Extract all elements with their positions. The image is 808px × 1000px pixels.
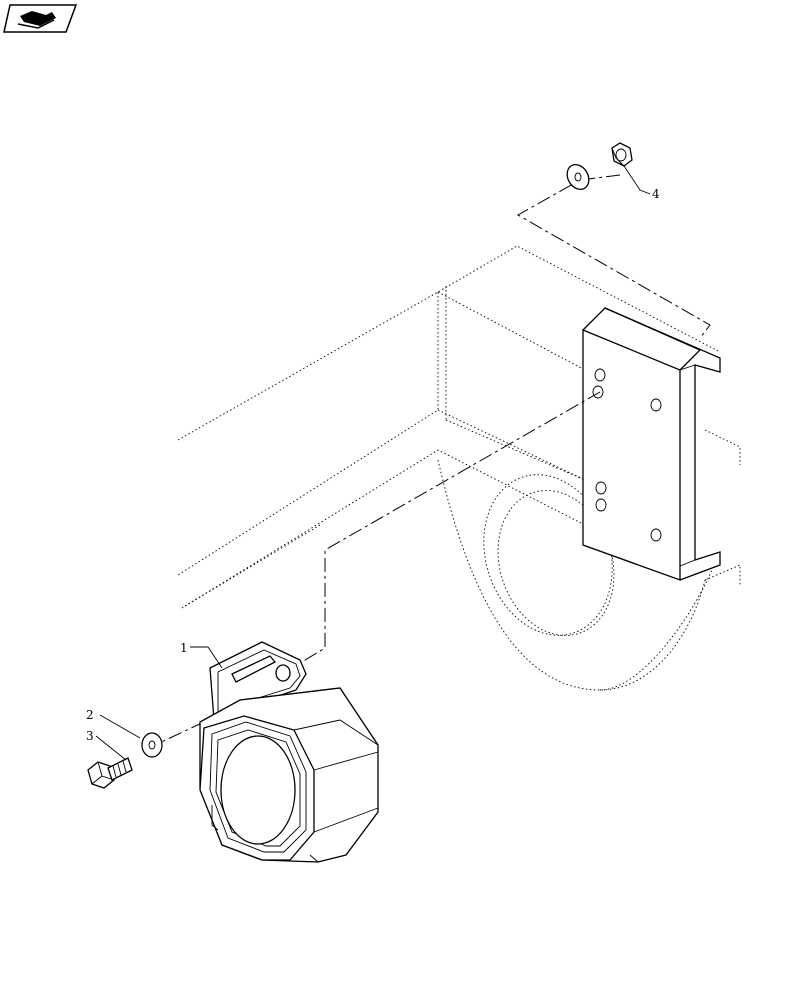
leader-lines — [95, 165, 651, 761]
mounting-bracket — [582, 307, 721, 581]
hex-bolt — [87, 757, 133, 789]
backup-alarm — [199, 641, 379, 863]
assembly-centerlines — [154, 174, 711, 746]
callout-3: 3 — [86, 729, 94, 743]
callout-4: 4 — [652, 187, 660, 201]
exploded-view-book-icon[interactable] — [3, 4, 78, 33]
flat-washer — [141, 732, 163, 758]
lock-nut — [611, 142, 633, 167]
callout-2: 2 — [86, 708, 94, 722]
callout-1: 1 — [180, 641, 188, 655]
washer-top — [566, 164, 590, 190]
frame-rail — [177, 245, 741, 609]
